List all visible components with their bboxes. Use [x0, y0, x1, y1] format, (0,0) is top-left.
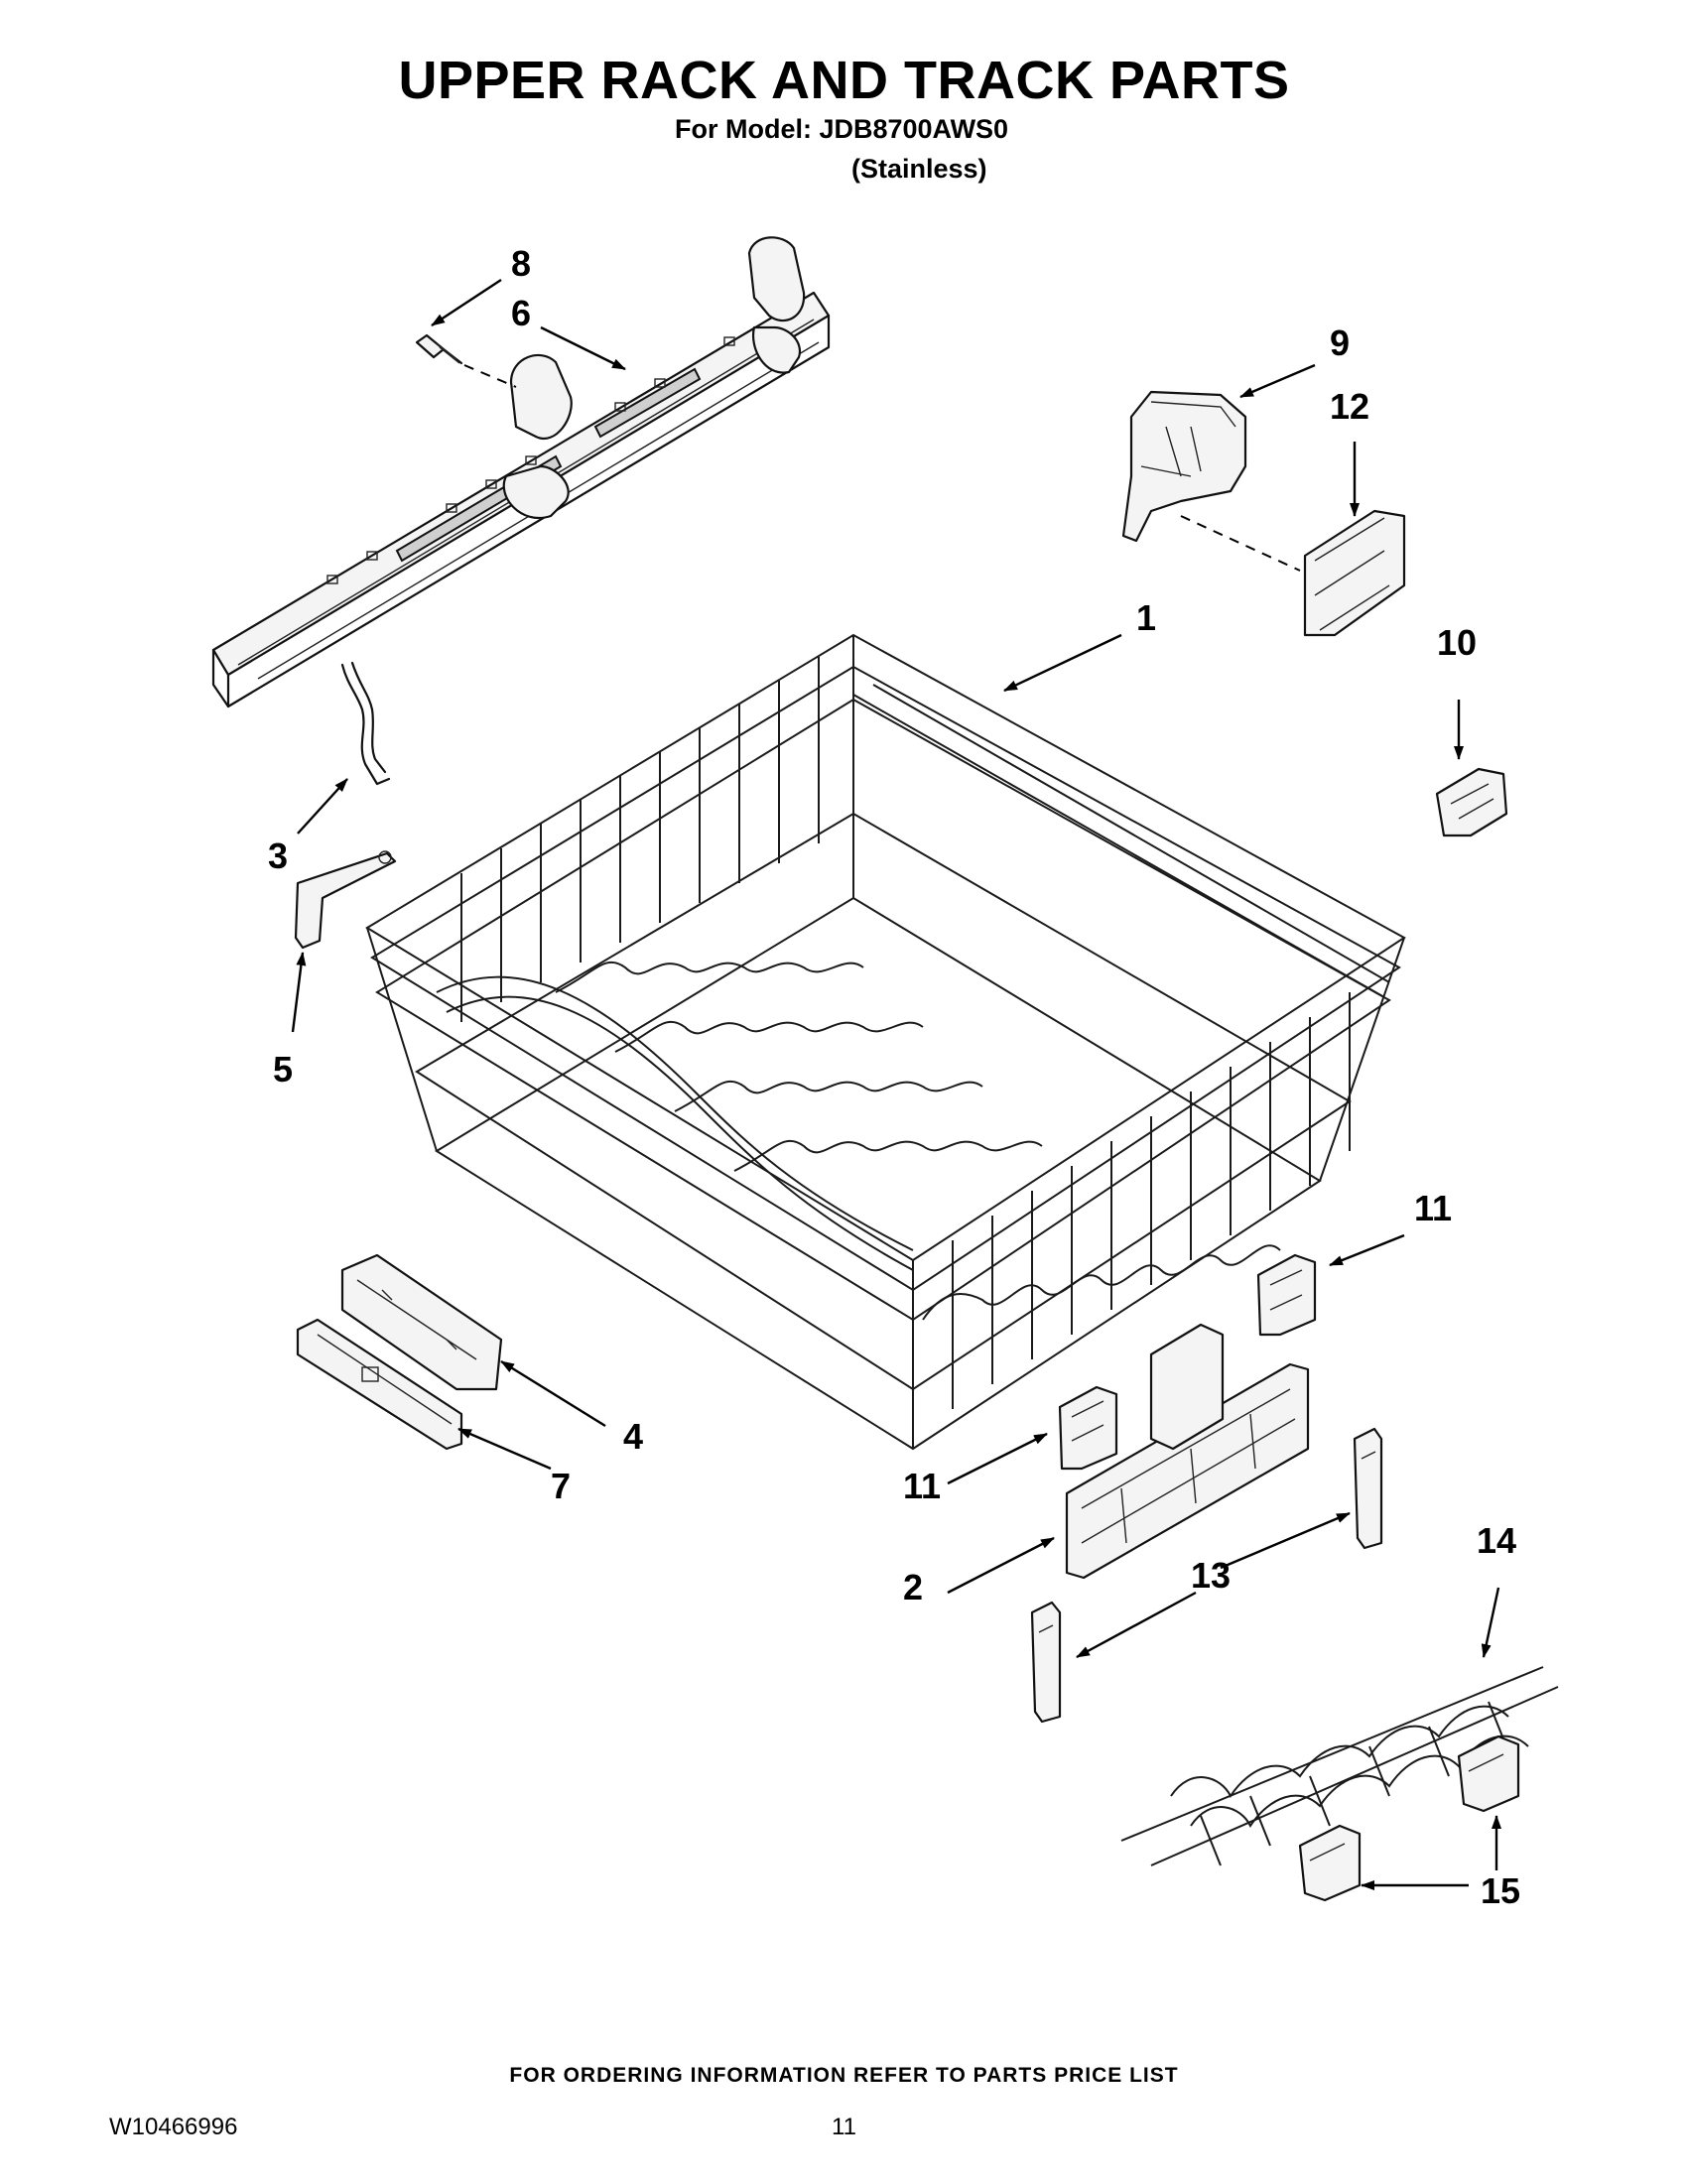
callout-11-upper: 11	[1414, 1188, 1452, 1228]
callout-14: 14	[1477, 1520, 1516, 1561]
callout-8: 8	[511, 243, 531, 284]
page-number: 11	[832, 2114, 856, 2140]
callout-2: 2	[903, 1567, 923, 1607]
callout-4: 4	[623, 1416, 643, 1457]
callout-arrows	[291, 278, 1501, 1890]
page-title: UPPER RACK AND TRACK PARTS	[398, 51, 1290, 110]
callout-labels: 8 6 9 12 1 10 3 5 11 4 7 11 2 13 14 15	[268, 243, 1520, 1911]
tine-clip-part	[1353, 1427, 1383, 1550]
model-finish: (Stainless)	[851, 154, 987, 184]
callout-6: 6	[511, 293, 531, 333]
rack-stop-part	[1435, 767, 1508, 837]
handle-cover-part	[296, 1318, 463, 1451]
upper-rack-part	[365, 633, 1406, 1451]
ordering-note: FOR ORDERING INFORMATION REFER TO PARTS …	[509, 2064, 1179, 2087]
rack-clip-part	[1058, 1385, 1118, 1471]
rack-clip-part	[1256, 1253, 1317, 1337]
callout-12: 12	[1330, 386, 1369, 427]
rack-handle-part	[340, 1253, 503, 1391]
adjuster-bracket-part	[1065, 1323, 1310, 1580]
document-number: W10466996	[109, 2114, 238, 2140]
callout-13: 13	[1191, 1555, 1231, 1596]
callout-7: 7	[551, 1466, 571, 1506]
callout-5: 5	[273, 1049, 293, 1090]
callout-9: 9	[1330, 322, 1350, 363]
callout-10: 10	[1437, 622, 1477, 663]
tine-clip-part	[1030, 1601, 1062, 1724]
latch-part	[294, 850, 397, 950]
callout-11-lower: 11	[903, 1466, 941, 1506]
callout-1: 1	[1136, 597, 1156, 638]
clip-part	[1298, 1824, 1362, 1902]
wire-clip-part	[340, 661, 391, 786]
screw-part	[415, 333, 463, 365]
callout-3: 3	[268, 835, 288, 876]
clip-part	[1457, 1734, 1520, 1813]
rack-clip-part	[1121, 390, 1247, 543]
callout-15: 15	[1481, 1870, 1520, 1911]
rack-adjuster-part	[1303, 509, 1406, 637]
track-rail-part	[211, 236, 831, 708]
model-number: For Model: JDB8700AWS0	[675, 114, 1009, 144]
